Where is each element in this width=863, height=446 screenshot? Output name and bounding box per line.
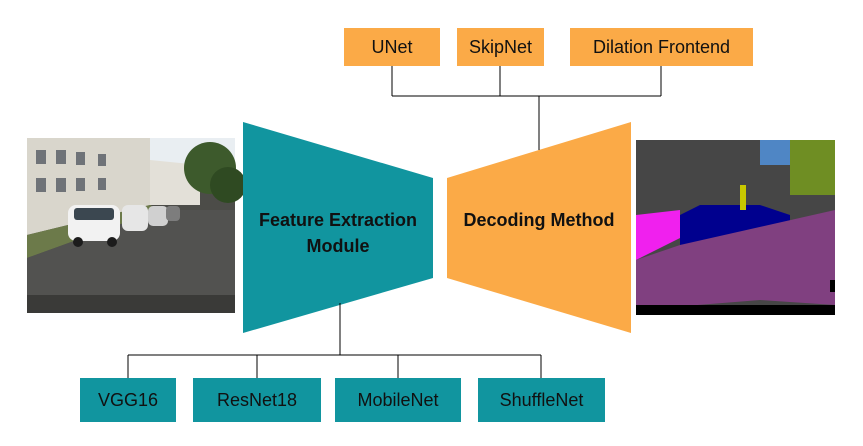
decoder-box-unet: UNet (344, 28, 440, 66)
decoder-box-skipnet: SkipNet (457, 28, 544, 66)
input-street-photo (27, 138, 246, 313)
decoding-method-label: Decoding Method (463, 210, 615, 230)
decoder-connectors (391, 66, 662, 150)
encoder-box-shufflenet: ShuffleNet (478, 378, 605, 422)
feature-extraction-label: Feature Extraction Module (258, 210, 418, 256)
encoder-connectors (127, 303, 542, 378)
output-segmentation-map (636, 140, 835, 315)
encoder-box-resnet18: ResNet18 (193, 378, 321, 422)
decoder-box-dilation-frontend: Dilation Frontend (570, 28, 753, 66)
decoding-method-shape (447, 122, 631, 333)
encoder-box-mobilenet: MobileNet (335, 378, 461, 422)
encoder-box-vgg16: VGG16 (80, 378, 176, 422)
feature-extraction-shape (243, 122, 433, 333)
